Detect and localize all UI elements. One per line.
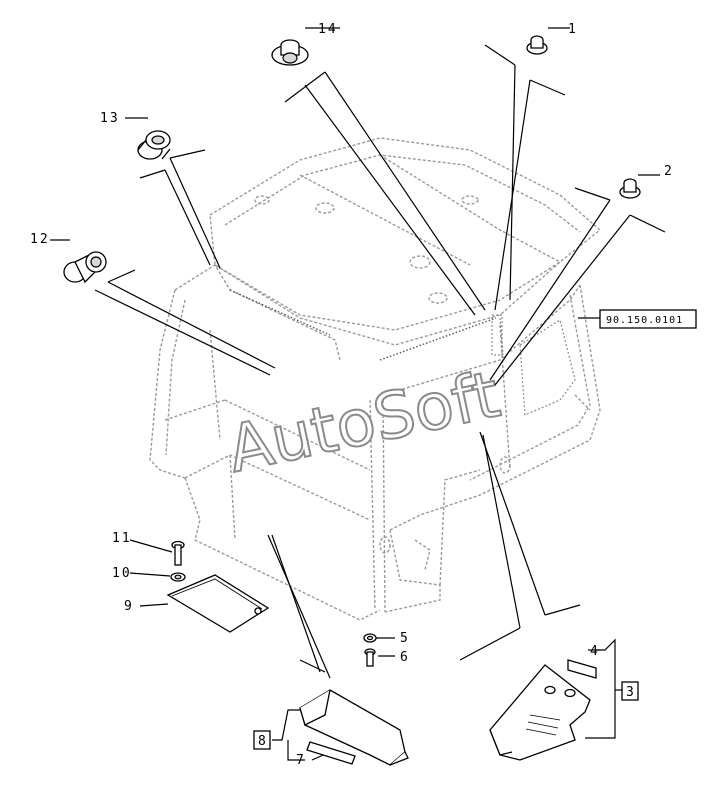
- part-5-washer: [363, 633, 377, 643]
- part-12-bushing: [63, 251, 107, 284]
- callout-12: 12: [30, 232, 50, 247]
- callout-6: 6: [400, 650, 410, 665]
- leader-lines: [50, 27, 666, 761]
- part-14-grommet: [271, 39, 309, 66]
- part-8-assembly: [299, 689, 409, 766]
- callout-7: 7: [296, 753, 306, 768]
- part-11-bolt: [171, 540, 185, 566]
- callout-11: 11: [112, 531, 132, 546]
- part-7-strip: [306, 741, 356, 765]
- part-6-screw: [364, 648, 376, 667]
- callout-8-box: [253, 730, 271, 750]
- part-4-strip: [567, 659, 597, 679]
- part-1-plug: [526, 35, 548, 55]
- callout-1: 1: [568, 22, 578, 37]
- part-3-assembly: [489, 664, 591, 761]
- callout-14: 14: [318, 22, 338, 37]
- part-2-plug: [619, 178, 641, 199]
- callout-3-box: [621, 681, 639, 701]
- part-10-washer: [170, 572, 186, 582]
- part-13-bushing: [137, 130, 171, 160]
- callout-9: 9: [124, 599, 134, 614]
- cab-outline: [149, 137, 602, 621]
- callout-10: 10: [112, 566, 132, 581]
- watermark: AutoSoft: [222, 358, 506, 488]
- reference-box: [599, 309, 697, 329]
- callout-4: 4: [590, 644, 600, 659]
- callout-13: 13: [100, 111, 120, 126]
- callout-5: 5: [400, 631, 410, 646]
- reference-code: 90.150.0101: [606, 315, 683, 326]
- callout-3: 3: [626, 685, 636, 700]
- part-9-plate: [166, 574, 270, 633]
- callout-2: 2: [664, 164, 674, 179]
- callout-8: 8: [258, 734, 268, 749]
